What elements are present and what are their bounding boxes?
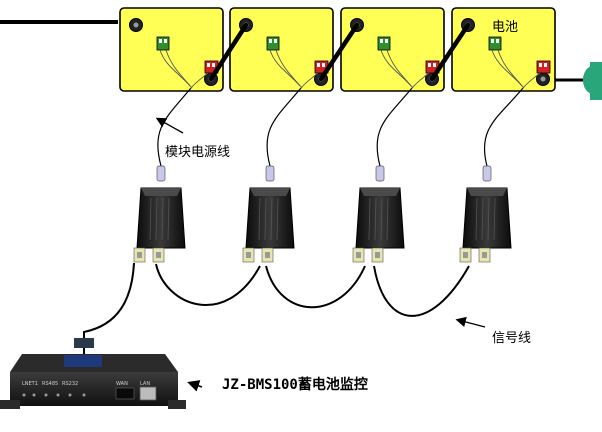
battery-jumper xyxy=(429,22,471,82)
device-port-label: RS232 xyxy=(62,381,78,387)
module-power-line-label: 模块电源线 xyxy=(165,145,230,160)
device-port-label: WAN xyxy=(116,381,128,387)
battery xyxy=(340,7,445,92)
battery-module xyxy=(133,187,186,263)
module-power-line-annotation: 模块电源线 xyxy=(155,117,230,160)
signal-bus xyxy=(83,262,470,343)
monitor-device: LNET1 RS485 RS232 WAN LAN xyxy=(0,338,186,409)
module-row xyxy=(133,187,512,263)
status-led xyxy=(22,393,26,397)
battery-row xyxy=(119,7,556,92)
signal-line-label: 信号线 xyxy=(492,331,531,346)
signal-line-annotation: 信号线 xyxy=(455,316,531,346)
battery-module xyxy=(242,187,295,263)
module-power-line xyxy=(375,87,413,182)
battery-jumpers xyxy=(208,22,471,82)
status-led xyxy=(56,393,60,397)
battery-module xyxy=(352,187,405,263)
cable-arrow-icon xyxy=(455,316,486,328)
status-led xyxy=(44,393,48,397)
status-led xyxy=(68,393,72,397)
cable-arrow-icon xyxy=(155,117,184,134)
battery xyxy=(451,7,556,92)
module-power-line xyxy=(482,87,524,182)
device-port-label: RS485 xyxy=(42,381,58,387)
network-port-icon xyxy=(139,386,157,401)
status-led xyxy=(32,393,36,397)
battery-jumper xyxy=(318,22,360,82)
battery xyxy=(229,7,334,92)
cable-arrow-icon xyxy=(187,380,203,392)
battery xyxy=(119,7,224,92)
monitor-label: JZ-BMS100蓄电池监控 xyxy=(222,376,368,393)
monitor-annotation: JZ-BMS100蓄电池监控 xyxy=(187,376,368,393)
module-power-line xyxy=(156,87,192,182)
module-power-lines xyxy=(156,87,524,182)
status-led xyxy=(82,393,86,397)
battery-jumper xyxy=(208,22,249,82)
device-port-label: LAN xyxy=(140,381,150,387)
battery-label: 电池 xyxy=(492,20,518,35)
module-power-line xyxy=(265,87,302,182)
battery-module xyxy=(459,187,512,263)
device-port-label: LNET1 xyxy=(22,381,38,387)
